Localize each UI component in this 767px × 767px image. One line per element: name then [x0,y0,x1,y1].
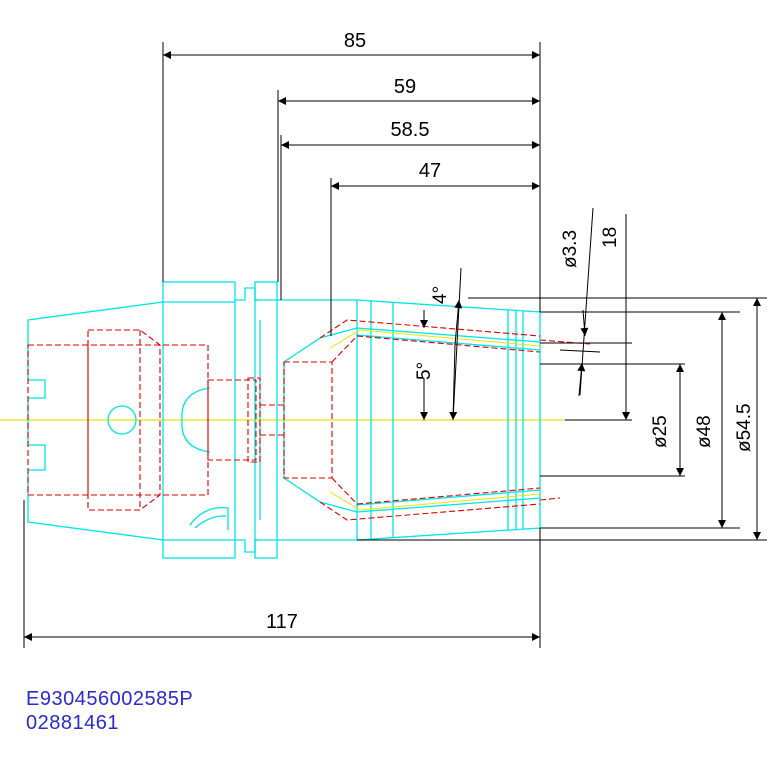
dim-47: 47 [419,160,441,182]
dim-59: 59 [394,76,416,98]
dim-angle-4: 4° [430,286,451,304]
inner-taper-line [329,329,541,511]
dimension-lines [23,42,767,648]
dim-117: 117 [266,611,298,633]
dim-dia-48: ø48 [694,415,715,448]
part-serial: 02881461 [26,712,119,734]
dim-dia-3-3: ø3.3 [560,230,581,268]
dim-dia-25: ø25 [650,415,671,448]
dim-dia-54-5: ø54.5 [734,403,755,452]
dim-angle-5: 5° [414,362,435,380]
dim-58-5: 58.5 [391,119,430,141]
part-code: E930456002585P [26,688,194,710]
dim-18: 18 [600,227,621,248]
dim-85: 85 [344,30,366,52]
